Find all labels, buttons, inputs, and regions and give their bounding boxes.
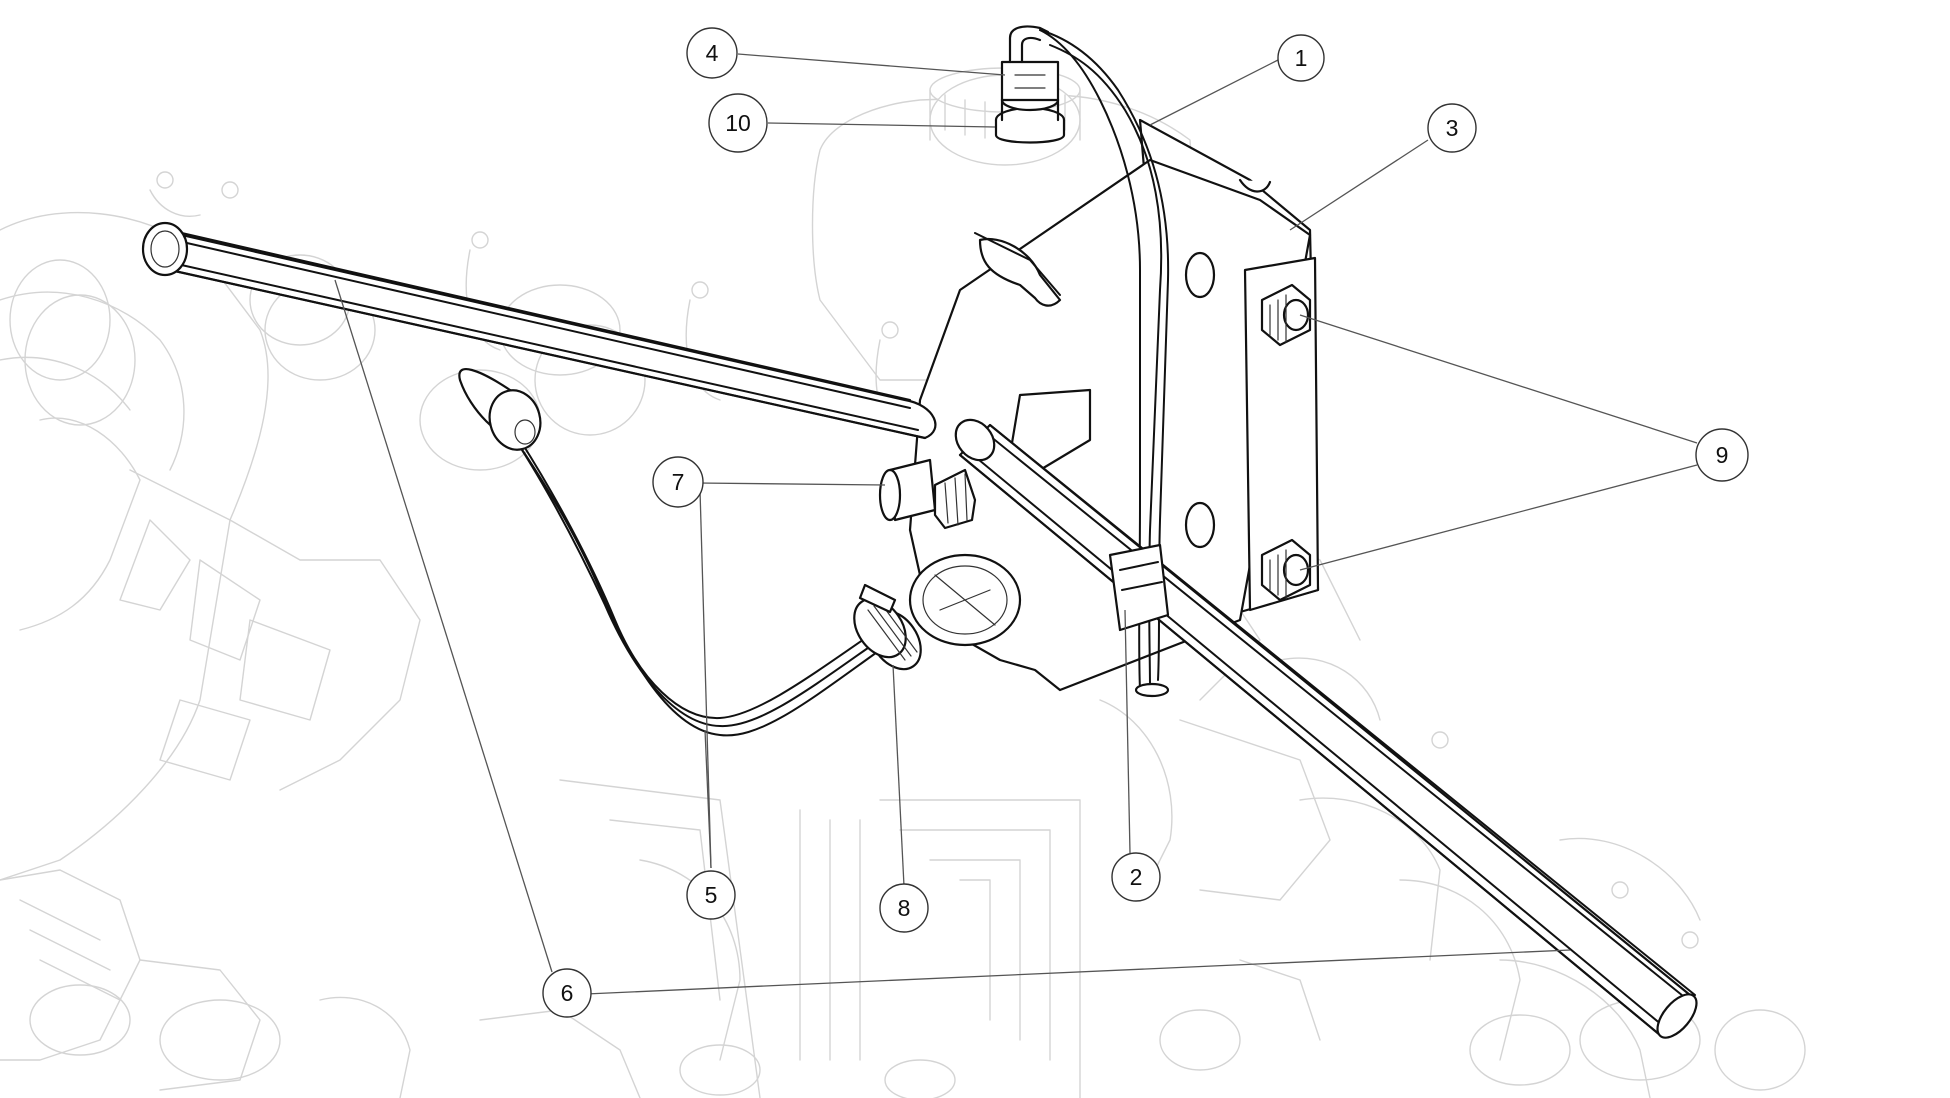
callout-8-label: 8 [898, 895, 911, 921]
callout-7: 7 [652, 456, 704, 508]
elbow-fitting [1000, 25, 1060, 102]
overflow-hose-upper [141, 221, 937, 440]
leader-4 [737, 53, 1006, 76]
callout-2: 2 [1111, 852, 1161, 902]
leader-3 [1289, 139, 1429, 231]
callout-4: 4 [686, 27, 738, 79]
callout-1: 1 [1277, 34, 1325, 82]
curved-hose [458, 368, 881, 737]
callout-10: 10 [708, 93, 768, 153]
callout-6: 6 [542, 968, 592, 1018]
stud-fitting [933, 468, 977, 530]
bracket-plate [908, 118, 1320, 692]
callout-7-label: 7 [672, 469, 685, 495]
callout-3: 3 [1427, 103, 1477, 153]
fixing-nut-upper [1260, 283, 1312, 347]
fixing-nut-lower [1260, 538, 1312, 602]
leader-5b [699, 489, 712, 869]
hose-tie [1108, 543, 1170, 632]
callout-10-label: 10 [725, 110, 751, 136]
leader-9b [1299, 464, 1698, 571]
leader-2 [1124, 609, 1131, 854]
callout-5-label: 5 [705, 882, 718, 908]
callout-6-label: 6 [561, 980, 574, 1006]
callout-9-label: 9 [1716, 442, 1729, 468]
callout-1-label: 1 [1295, 45, 1308, 71]
leader-7 [696, 482, 886, 486]
callout-9: 9 [1695, 428, 1749, 482]
callout-2-label: 2 [1130, 864, 1143, 890]
hose-clamp [853, 583, 922, 671]
callout-4-label: 4 [706, 40, 719, 66]
background-engine [0, 67, 1806, 1098]
leader-8 [892, 664, 905, 887]
callout-8: 8 [879, 883, 929, 933]
outlet-spigot [878, 458, 937, 522]
leader-10 [767, 122, 996, 128]
leader-1 [1149, 59, 1279, 126]
callout-3-label: 3 [1446, 115, 1459, 141]
leader-6b [334, 279, 553, 973]
overflow-hose-lower [954, 418, 1698, 1039]
callout-5: 5 [686, 870, 736, 920]
leader-lines [334, 53, 1698, 995]
leader-6a [585, 949, 1571, 995]
leader-9a [1299, 314, 1698, 444]
